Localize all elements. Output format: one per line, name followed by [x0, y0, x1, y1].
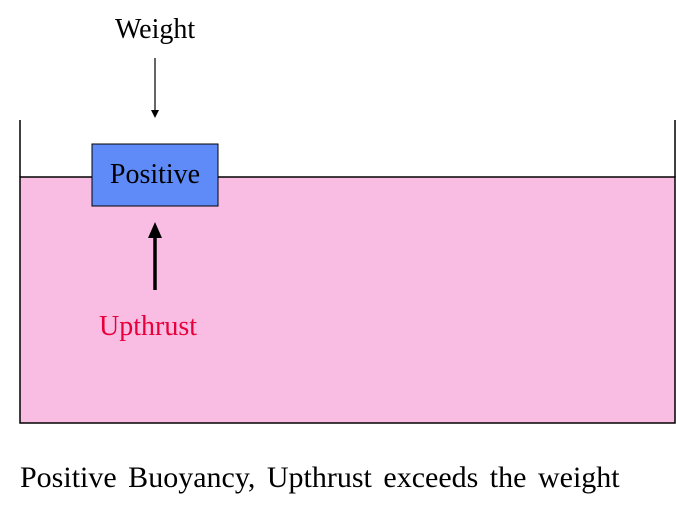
weight-arrowhead	[151, 110, 159, 118]
caption: Positive Buoyancy, Upthrust exceeds the …	[20, 461, 620, 494]
water	[19, 176, 676, 424]
upthrust-arrowhead	[148, 222, 162, 238]
upthrust-label: Upthrust	[99, 311, 197, 342]
floating-block	[91, 143, 219, 207]
block-label: Positive	[109, 159, 201, 190]
weight-label: Weight	[115, 14, 196, 45]
